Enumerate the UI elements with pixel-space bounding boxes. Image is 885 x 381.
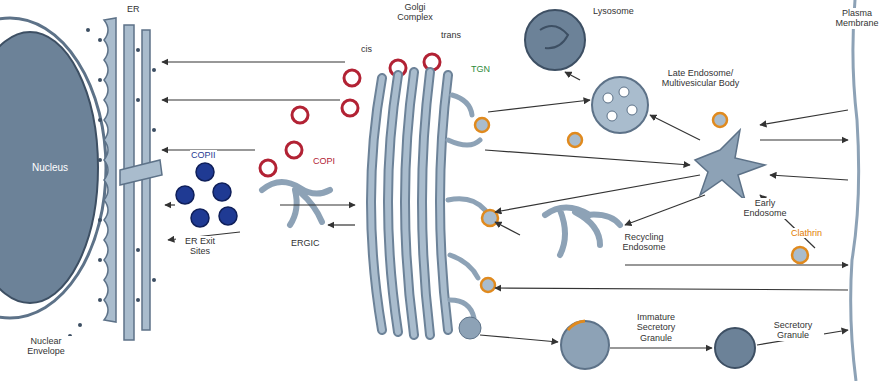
part-label: Clathrin [790,228,823,238]
part-label: Early Endosome [735,198,795,219]
part-label: COPII [190,150,217,160]
part-label: Recycling Endosome [612,232,676,253]
part-label: COPI [312,156,336,166]
organelle-name: Nucleus [32,162,68,173]
part-label: trans [440,30,462,40]
part-label: ER [126,4,141,14]
part-label: Late Endosome/ Multivesicular Body [652,68,749,89]
part-label: Secretory Granule [762,320,824,341]
part-label: cis [360,44,373,54]
nucleus-outline [0,32,98,303]
part-label: ERGIC [290,238,321,248]
part-label: Lysosome [592,6,635,16]
part-label: Plasma Membrane [832,8,882,29]
part-label: Golgi Complex [388,2,442,23]
part-label: ER Exit Sites [176,236,224,257]
nucleus: Nucleus [0,30,100,305]
part-label: Immature Secretory Granule [620,312,692,343]
part-label: TGN [470,64,491,74]
part-label: Nuclear Envelope [14,336,78,357]
